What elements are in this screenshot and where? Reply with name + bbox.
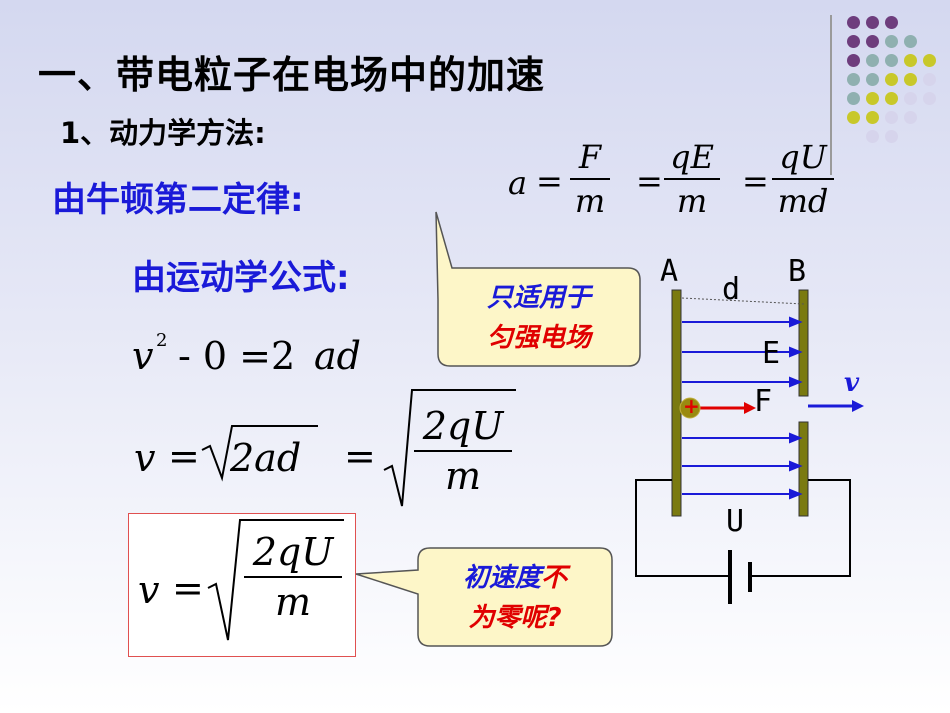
- label-plate-b: B: [788, 254, 807, 289]
- slide-title: 一、带电粒子在电场中的加速: [38, 53, 546, 97]
- callout-uniform-field: [435, 211, 641, 367]
- header-divider: [830, 15, 832, 175]
- label-voltage: U: [726, 504, 745, 539]
- plate-b-upper: [798, 289, 809, 397]
- newton-law-label: 由牛顿第二定律:: [52, 180, 304, 220]
- label-charge: +: [683, 394, 700, 418]
- callout-initial-speed: [355, 547, 613, 647]
- boxed-result-formula: [128, 513, 356, 657]
- battery-circuit: [635, 479, 851, 577]
- kinematics-label: 由运动学公式:: [132, 258, 350, 298]
- sqrt-sign-boxed: [207, 519, 344, 641]
- sqrt-sign-2ad: [201, 425, 318, 482]
- label-plate-a: A: [660, 254, 679, 289]
- label-velocity: v: [844, 368, 860, 398]
- callout-uniform-text: 只适用于 匀强电场: [486, 283, 591, 353]
- section-heading: 1、动力学方法:: [60, 116, 266, 150]
- label-force: F: [754, 384, 773, 419]
- callout-initial-text: 初速度不 为零呢?: [462, 563, 568, 633]
- positive-charge: [679, 397, 701, 419]
- plate-b-lower: [798, 421, 809, 517]
- plate-a: [671, 289, 682, 517]
- label-distance: d: [722, 272, 741, 307]
- sqrt-sign-speed: [383, 389, 516, 507]
- distance-line: [681, 297, 805, 305]
- label-field: E: [762, 336, 781, 371]
- field-lines: [682, 316, 803, 500]
